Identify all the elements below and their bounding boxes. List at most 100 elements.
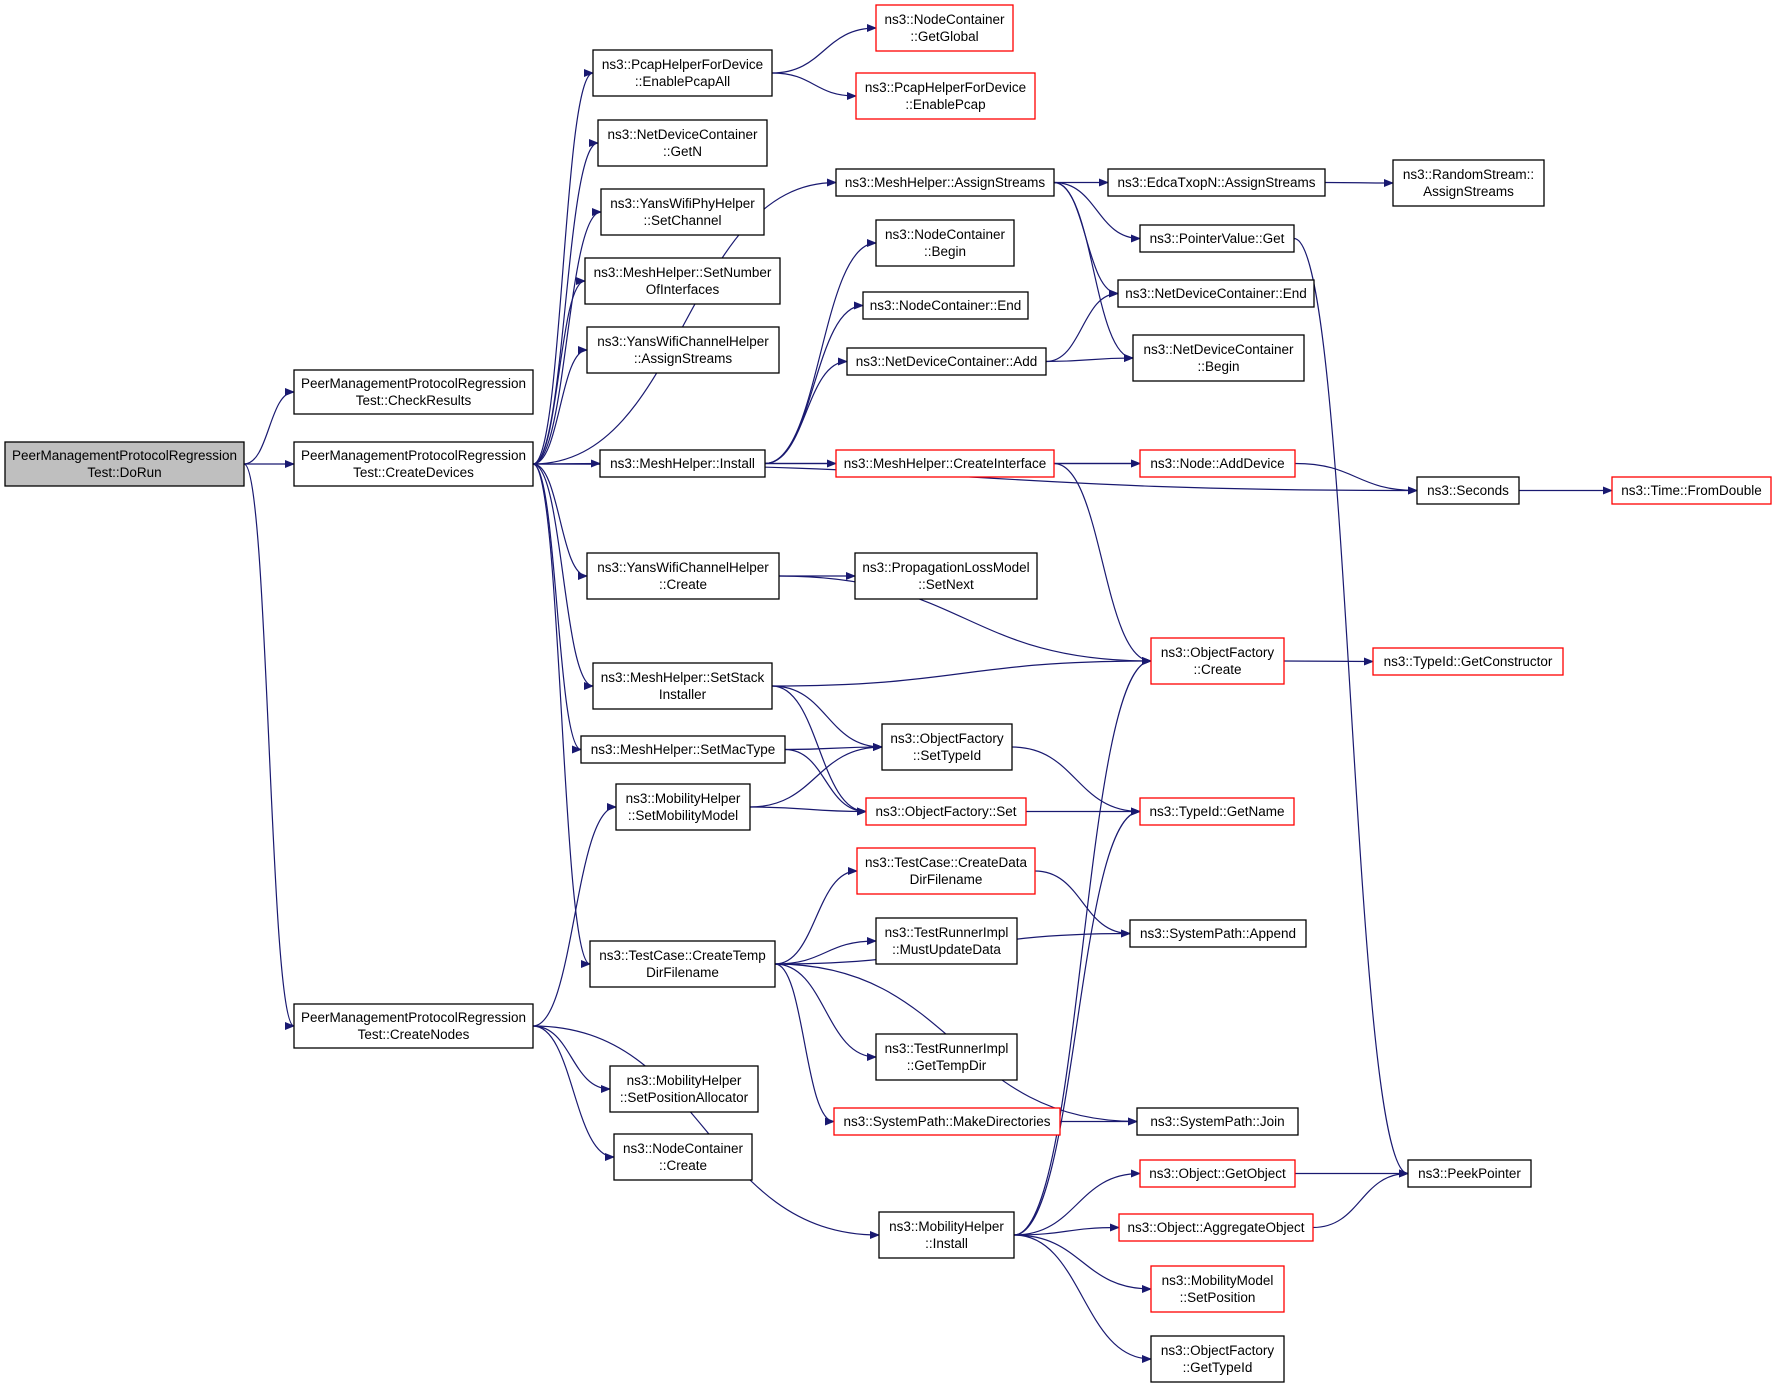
edge-createdevices-to-createtempdir: [532, 463, 591, 968]
node-label: ::GetTempDir: [907, 1058, 987, 1073]
node-aggregateobject[interactable]: ns3::Object::AggregateObject: [1118, 1213, 1314, 1242]
node-ndcbegin[interactable]: ns3::NetDeviceContainer::Begin: [1132, 334, 1305, 382]
node-fromdouble[interactable]: ns3::Time::FromDouble: [1611, 476, 1772, 505]
node-label: ns3::NodeContainer: [885, 227, 1006, 242]
edge-createdevices-to-yanschanassign: [532, 346, 588, 465]
node-label: ns3::MeshHelper::Install: [610, 456, 755, 471]
node-label: ns3::MobilityHelper: [627, 1073, 742, 1088]
node-meshassign[interactable]: ns3::MeshHelper::AssignStreams: [835, 168, 1055, 197]
edge-createdatadir-to-systempathappend: [1034, 870, 1131, 938]
edge-setmobilitymodel-to-ofsettypeid: [749, 743, 883, 808]
node-label: ns3::Object::AggregateObject: [1127, 1220, 1304, 1235]
node-box: [856, 847, 1036, 895]
node-getobject[interactable]: ns3::Object::GetObject: [1139, 1159, 1296, 1188]
node-enablepcap[interactable]: ns3::PcapHelperForDevice::EnablePcap: [855, 72, 1036, 120]
edge-createtempdir-to-makedirectories: [774, 963, 835, 1126]
node-makedirectories[interactable]: ns3::SystemPath::MakeDirectories: [833, 1107, 1061, 1136]
node-ofcreate[interactable]: ns3::ObjectFactory::Create: [1150, 637, 1285, 685]
node-ofgettypeid[interactable]: ns3::ObjectFactory::GetTypeId: [1150, 1335, 1285, 1383]
edge-setstackinstaller-to-ofcreate: [771, 657, 1152, 687]
edge-enablepcapall-to-getglobal: [771, 24, 877, 74]
node-label: ns3::NetDeviceContainer::Add: [856, 354, 1038, 369]
node-label: ::AssignStreams: [634, 351, 733, 366]
node-label: ::GetGlobal: [910, 29, 978, 44]
node-checkresults[interactable]: PeerManagementProtocolRegressionTest::Ch…: [293, 369, 534, 415]
node-ndcend[interactable]: ns3::NetDeviceContainer::End: [1117, 279, 1315, 308]
node-getglobal[interactable]: ns3::NodeContainer::GetGlobal: [875, 4, 1014, 52]
node-label: ns3::NodeContainer: [884, 12, 1005, 27]
node-label: ::MustUpdateData: [892, 942, 1001, 957]
node-ncbegin[interactable]: ns3::NodeContainer::Begin: [875, 219, 1015, 267]
node-addevice[interactable]: ns3::Node::AddDevice: [1139, 449, 1296, 478]
node-label: ns3::Time::FromDouble: [1621, 483, 1762, 498]
node-dorun[interactable]: PeerManagementProtocolRegressionTest::Do…: [4, 441, 245, 487]
node-randomstreamassign[interactable]: ns3::RandomStream::AssignStreams: [1392, 159, 1545, 207]
node-box: [586, 552, 780, 600]
node-label: Test::DoRun: [87, 465, 161, 480]
node-peekpointer[interactable]: ns3::PeekPointer: [1407, 1159, 1532, 1188]
node-propsetnext[interactable]: ns3::PropagationLossModel::SetNext: [854, 552, 1038, 600]
node-label: ::EnablePcap: [905, 97, 985, 112]
node-setpositionallocator[interactable]: ns3::MobilityHelper::SetPositionAllocato…: [609, 1065, 759, 1113]
node-label: ns3::Node::AddDevice: [1150, 456, 1284, 471]
node-box: [875, 4, 1014, 52]
node-mobilityinstall[interactable]: ns3::MobilityHelper::Install: [878, 1211, 1015, 1259]
node-ndcadd[interactable]: ns3::NetDeviceContainer::Add: [846, 347, 1047, 376]
node-yanschanassign[interactable]: ns3::YansWifiChannelHelper::AssignStream…: [586, 326, 780, 374]
node-box: [855, 72, 1036, 120]
node-edcaassign[interactable]: ns3::EdcaTxopN::AssignStreams: [1107, 168, 1326, 197]
node-label: ns3::NetDeviceContainer: [607, 127, 758, 142]
node-nodecontainercreate[interactable]: ns3::NodeContainer::Create: [613, 1133, 753, 1181]
node-box: [293, 441, 534, 487]
node-label: PeerManagementProtocolRegression: [12, 448, 237, 463]
node-mustupdatedata[interactable]: ns3::TestRunnerImpl::MustUpdateData: [875, 917, 1018, 965]
node-setmobilitymodel[interactable]: ns3::MobilityHelper::SetMobilityModel: [615, 783, 751, 831]
node-pointervalueget[interactable]: ns3::PointerValue::Get: [1139, 224, 1295, 253]
node-box: [1118, 1213, 1314, 1242]
node-setposition[interactable]: ns3::MobilityModel::SetPosition: [1150, 1265, 1285, 1313]
node-box: [875, 917, 1018, 965]
edge-createtempdir-to-mustupdatedata: [774, 937, 877, 965]
node-enablepcapall[interactable]: ns3::PcapHelperForDevice::EnablePcapAll: [592, 49, 773, 97]
node-meshinstall[interactable]: ns3::MeshHelper::Install: [599, 449, 766, 478]
edge-createnodes-to-nodecontainercreate: [532, 1025, 615, 1161]
node-typeidgetname[interactable]: ns3::TypeId::GetName: [1139, 797, 1295, 826]
node-systempathappend[interactable]: ns3::SystemPath::Append: [1129, 919, 1307, 948]
node-ofset[interactable]: ns3::ObjectFactory::Set: [865, 797, 1027, 826]
edge-ofcreate-to-getconstructor: [1283, 657, 1374, 666]
node-label: ::Begin: [1197, 359, 1239, 374]
node-ofsettypeid[interactable]: ns3::ObjectFactory::SetTypeId: [881, 723, 1013, 771]
node-gettempdir[interactable]: ns3::TestRunnerImpl::GetTempDir: [875, 1033, 1018, 1081]
node-getn[interactable]: ns3::NetDeviceContainer::GetN: [597, 119, 768, 167]
edge-setstackinstaller-to-ofsettypeid: [771, 685, 883, 751]
node-createnodes[interactable]: PeerManagementProtocolRegressionTest::Cr…: [293, 1003, 534, 1049]
node-setchannel[interactable]: ns3::YansWifiPhyHelper::SetChannel: [600, 188, 765, 236]
edge-mobilityinstall-to-ofgettypeid: [1013, 1234, 1152, 1363]
node-getconstructor[interactable]: ns3::TypeId::GetConstructor: [1372, 647, 1564, 676]
edge-mobilityinstall-to-setposition: [1013, 1234, 1152, 1293]
edge-createdevices-to-yanschancreate: [532, 463, 588, 580]
node-label: DirFilename: [910, 872, 983, 887]
node-createdevices[interactable]: PeerManagementProtocolRegressionTest::Cr…: [293, 441, 534, 487]
node-ncend[interactable]: ns3::NodeContainer::End: [862, 291, 1029, 320]
node-seconds[interactable]: ns3::Seconds: [1416, 476, 1520, 505]
node-setmactype[interactable]: ns3::MeshHelper::SetMacType: [580, 735, 786, 764]
node-createinterface[interactable]: ns3::MeshHelper::CreateInterface: [835, 449, 1055, 478]
node-label: ns3::Seconds: [1427, 483, 1509, 498]
node-yanschancreate[interactable]: ns3::YansWifiChannelHelper::Create: [586, 552, 780, 600]
node-box: [846, 347, 1047, 376]
edge-createnodes-to-setmobilitymodel: [532, 803, 617, 1027]
node-label: ns3::EdcaTxopN::AssignStreams: [1117, 175, 1315, 190]
node-box: [589, 940, 776, 988]
node-box: [586, 326, 780, 374]
node-box: [293, 369, 534, 415]
node-box: [592, 49, 773, 97]
node-box: [1407, 1159, 1532, 1188]
node-label: ns3::MobilityModel: [1162, 1273, 1274, 1288]
edge-createdevices-to-setmactype: [532, 463, 582, 754]
node-systempathjoin[interactable]: ns3::SystemPath::Join: [1136, 1107, 1299, 1136]
